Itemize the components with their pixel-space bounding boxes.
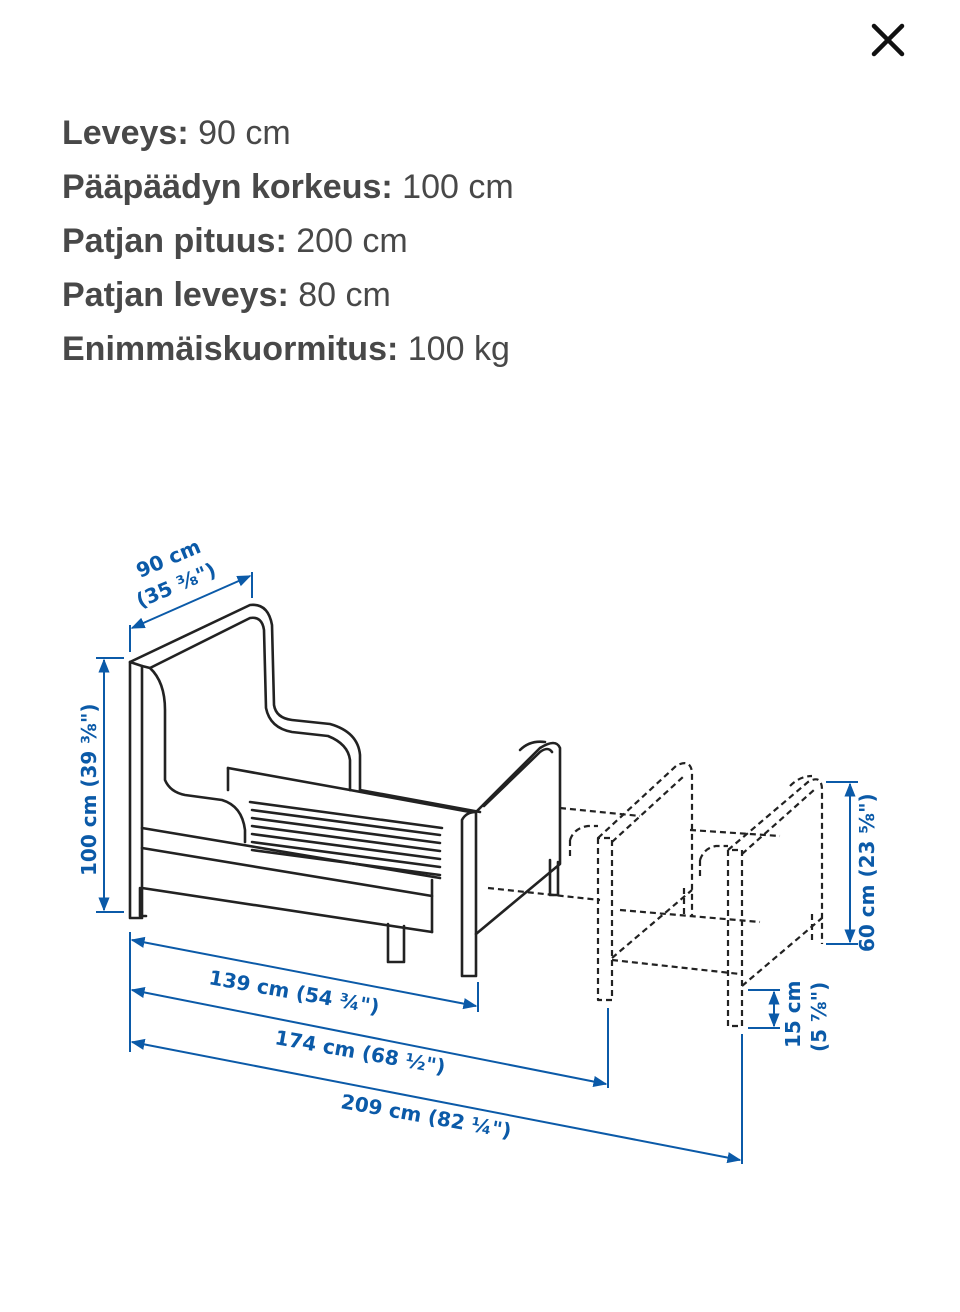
spec-label: Leveys: xyxy=(62,114,189,152)
dim-footboard-height: 60 cm (23 ⅝") xyxy=(855,793,879,952)
spec-value: 100 cm xyxy=(402,168,514,206)
spec-mattress-width: Patjan leveys: 80 cm xyxy=(62,268,514,322)
dim-height: 100 cm (39 ⅜") xyxy=(77,703,101,876)
spec-label: Patjan pituus: xyxy=(62,222,287,260)
spec-value: 100 kg xyxy=(407,330,510,368)
close-button[interactable] xyxy=(860,12,916,68)
spec-value: 80 cm xyxy=(298,276,391,314)
spec-mattress-length: Patjan pituus: 200 cm xyxy=(62,214,514,268)
bed-dimensions-diagram: 90 cm (35 ⅜") 100 cm (39 ⅜") 139 cm (54 … xyxy=(77,534,879,1164)
spec-label: Pääpäädyn korkeus: xyxy=(62,168,393,206)
extension-parts xyxy=(487,762,824,1028)
dim-length-209: 209 cm (82 ¼") xyxy=(339,1089,513,1143)
dim-clearance-in: (5 ⅞") xyxy=(807,982,831,1052)
spec-label: Enimmäiskuormitus: xyxy=(62,330,399,368)
spec-value: 90 cm xyxy=(198,114,291,152)
close-icon xyxy=(871,23,905,57)
dim-clearance-cm: 15 cm xyxy=(781,981,805,1049)
spec-headboard-height: Pääpäädyn korkeus: 100 cm xyxy=(62,160,514,214)
dim-length-174: 174 cm (68 ½") xyxy=(273,1025,447,1079)
spec-width: Leveys: 90 cm xyxy=(62,106,514,160)
bed-drawing xyxy=(128,603,562,978)
dimension-lines xyxy=(96,572,858,1164)
product-specs: Leveys: 90 cm Pääpäädyn korkeus: 100 cm … xyxy=(62,106,514,376)
spec-max-load: Enimmäiskuormitus: 100 kg xyxy=(62,322,514,376)
spec-label: Patjan leveys: xyxy=(62,276,289,314)
spec-value: 200 cm xyxy=(296,222,408,260)
